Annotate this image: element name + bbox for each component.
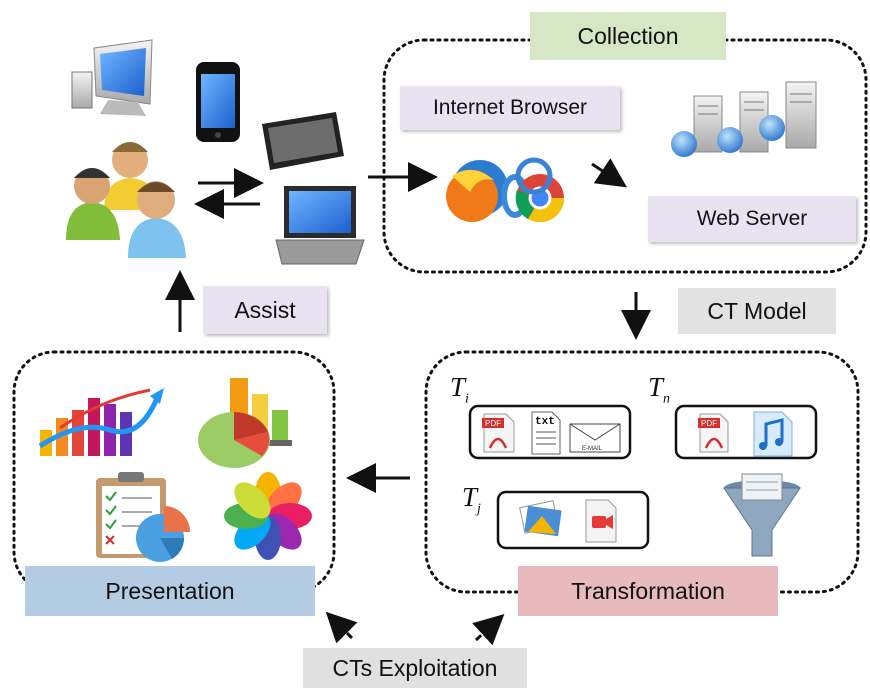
checklist-icon: [96, 472, 190, 562]
group-tn-box: [674, 404, 818, 460]
pdf-icon-2: PDF: [698, 413, 729, 453]
svg-text:PDF: PDF: [485, 419, 501, 428]
photos-flower-icon: [224, 472, 312, 560]
transform-symbol-tn: Tn: [648, 372, 671, 407]
ct-model-label: CT Model: [678, 288, 836, 334]
bar-chart-icon: [38, 388, 164, 456]
email-icon: E-MAIL: [569, 423, 621, 453]
svg-text:txt: txt: [535, 416, 555, 428]
users-icon: [66, 142, 186, 258]
svg-text:E-MAIL: E-MAIL: [582, 446, 603, 452]
laptop-icon: [275, 186, 365, 265]
audio-icon: [753, 411, 793, 457]
browser-icons: [446, 157, 565, 223]
collection-container: [382, 38, 868, 274]
transform-symbol-tj: Tj: [462, 482, 481, 517]
web-server-label: Web Server: [648, 196, 856, 242]
presentation-label: Presentation: [25, 566, 315, 616]
internet-browser-label: Internet Browser: [400, 86, 620, 130]
filter-funnel-icon: [723, 473, 801, 557]
arrow-exploit-right: [472, 613, 505, 646]
collection-label: Collection: [530, 12, 726, 60]
pdf-icon: PDF: [482, 413, 515, 453]
desktop-icon: [71, 39, 153, 116]
svg-text:PDF: PDF: [701, 419, 717, 428]
cts-exploitation-label: CTs Exploitation: [303, 648, 527, 688]
arrow-exploit-left: [325, 611, 358, 644]
transformation-container: [424, 350, 860, 594]
assist-label: Assist: [203, 286, 327, 334]
arrow-to-webserver: [591, 158, 627, 188]
photos-icon: [519, 500, 562, 537]
transformation-label: Transformation: [518, 566, 778, 616]
txt-icon: txt: [531, 411, 561, 455]
group-tj-box: [496, 490, 650, 550]
video-icon: [585, 499, 617, 543]
tablet-icon: [262, 112, 344, 170]
pie-chart-icon: [198, 378, 292, 468]
server-icon: [671, 81, 817, 157]
transform-symbol-ti: Ti: [450, 372, 469, 407]
smartphone-icon: [196, 62, 240, 142]
